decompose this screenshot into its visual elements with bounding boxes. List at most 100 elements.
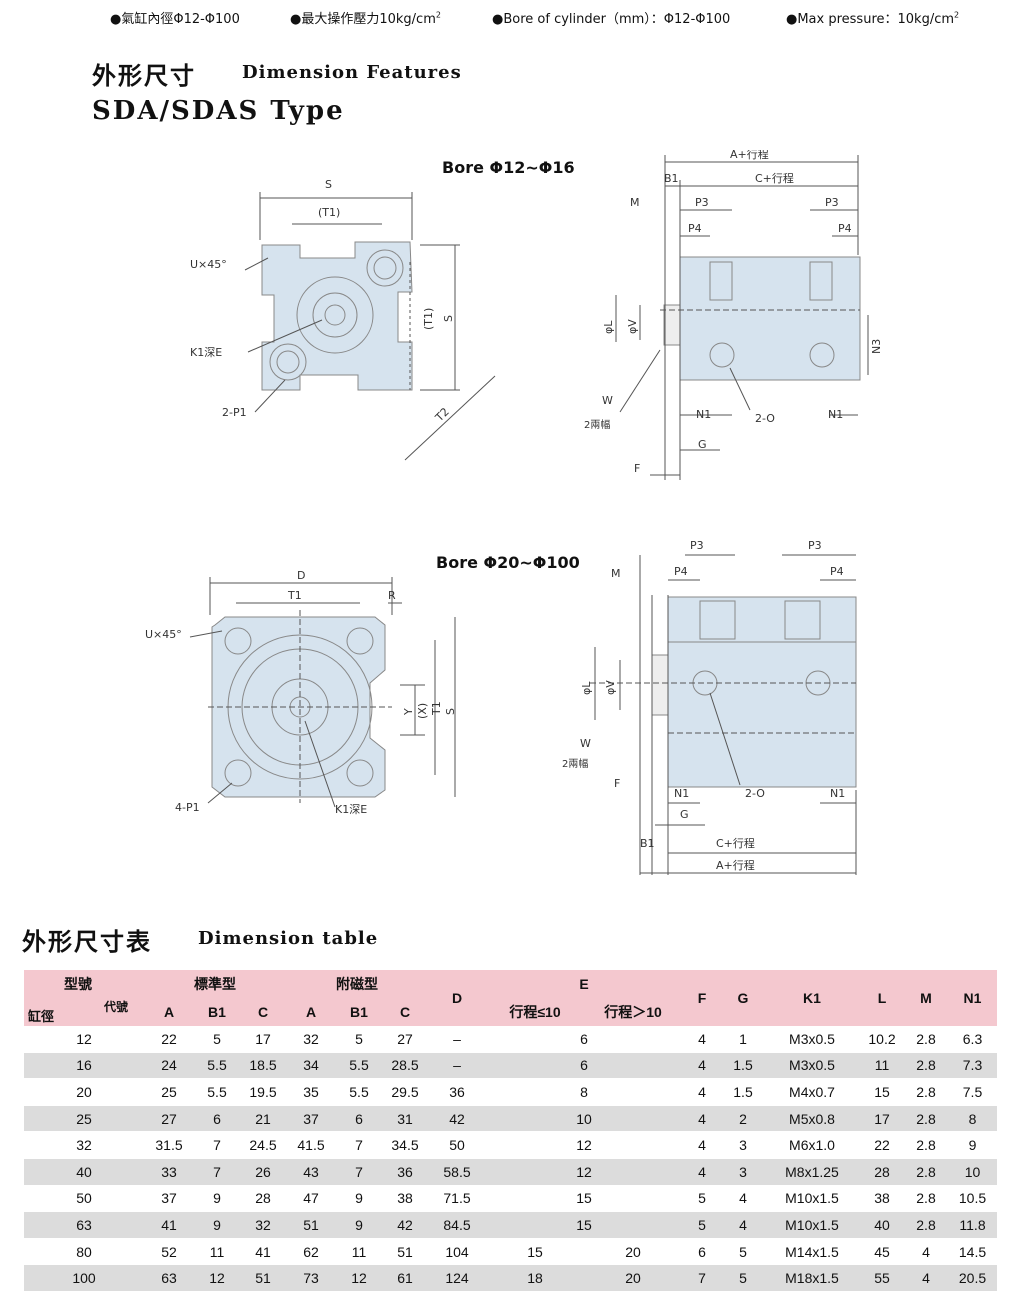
cell-L: 22	[860, 1131, 904, 1159]
cell-M: 4	[904, 1264, 948, 1292]
cell-K1: M3x0.5	[764, 1026, 860, 1053]
col-E-long: 行程＞10	[584, 998, 682, 1026]
dim-Y-label: Y	[402, 708, 415, 716]
cell-N1: 11.8	[948, 1211, 997, 1239]
col-K1: K1	[764, 970, 860, 1026]
dim-D-label: D	[297, 569, 305, 582]
cell-B1: 7	[194, 1131, 240, 1159]
dim-phiV-label: φV	[626, 319, 639, 334]
cell-C: 51	[240, 1264, 286, 1292]
cell-B1: 12	[194, 1264, 240, 1292]
cell-M: 2.8	[904, 1185, 948, 1213]
cell-E: 6	[486, 1052, 682, 1080]
cell-C: 24.5	[240, 1131, 286, 1159]
dim-P1-label: 4-P1	[175, 801, 200, 814]
dim-F-label: F	[614, 777, 620, 790]
cell-B1: 9	[194, 1185, 240, 1213]
dim-N1b-label: N1	[830, 787, 845, 800]
dim-B1-label: B1	[664, 172, 679, 185]
cell-bore: 80	[24, 1238, 144, 1266]
cell-mB1: 7	[336, 1131, 382, 1159]
bore-label-1: Bore Φ12~Φ16	[442, 158, 575, 177]
cell-L: 28	[860, 1158, 904, 1186]
cell-bore: 63	[24, 1211, 144, 1239]
cell-C: 18.5	[240, 1052, 286, 1080]
cell-B1: 5.5	[194, 1078, 240, 1106]
cell-mA: 47	[286, 1185, 336, 1213]
cell-B1: 5	[194, 1026, 240, 1053]
cell-F: 4	[682, 1158, 722, 1186]
cell-mC: 34.5	[382, 1131, 428, 1159]
dim-C-label: C+行程	[755, 172, 794, 185]
cell-K1: M3x0.5	[764, 1052, 860, 1080]
cell-mC: 36	[382, 1158, 428, 1186]
cell-M: 4	[904, 1238, 948, 1266]
cell-L: 40	[860, 1211, 904, 1239]
cell-D: 84.5	[428, 1211, 486, 1239]
dim-A-label: A+行程	[730, 150, 769, 161]
cell-N1: 10.5	[948, 1185, 997, 1213]
col-N1: N1	[948, 970, 997, 1026]
corner-mid: 代號	[104, 1000, 129, 1014]
cell-G: 1.5	[722, 1078, 764, 1106]
cell-A: 41	[144, 1211, 194, 1239]
cell-L: 10.2	[860, 1026, 904, 1053]
cell-E: 12	[486, 1158, 682, 1186]
cell-E: 6	[486, 1026, 682, 1053]
cell-mA: 51	[286, 1211, 336, 1239]
spec-en-pressure: ●Max pressure：10kg/cm2	[786, 8, 959, 27]
dim-phiL-label: φL	[602, 320, 615, 334]
dimension-table: 型號 代號 缸徑 標準型 附磁型 D E F G K1 L M N1 A B1 …	[24, 970, 997, 1292]
cell-C: 41	[240, 1238, 286, 1266]
cell-G: 5	[722, 1238, 764, 1266]
cell-mB1: 7	[336, 1158, 382, 1186]
cell-E1: 18	[486, 1264, 584, 1292]
dim-U45-label: U×45°	[190, 258, 227, 271]
cell-K1: M18x1.5	[764, 1264, 860, 1292]
dim-N1a-label: N1	[674, 787, 689, 800]
cell-M: 2.8	[904, 1211, 948, 1239]
col-G: G	[722, 970, 764, 1026]
cell-L: 11	[860, 1052, 904, 1080]
cell-C: 28	[240, 1185, 286, 1213]
cell-mA: 43	[286, 1158, 336, 1186]
cell-D: 58.5	[428, 1158, 486, 1186]
dim-S-label: S	[325, 178, 332, 191]
cell-K1: M10x1.5	[764, 1211, 860, 1239]
type-heading: SDA/SDAS Type	[92, 96, 345, 126]
col-B1: B1	[194, 998, 240, 1026]
sup: 2	[435, 10, 441, 20]
dim-R-label: R	[388, 589, 396, 602]
dim-M-label: M	[611, 567, 621, 580]
col-F: F	[682, 970, 722, 1026]
dim-S2-label: S	[442, 315, 455, 322]
dim-T1-label: T1	[287, 589, 302, 602]
dim-K1-label: K1深E	[190, 346, 222, 359]
cell-F: 4	[682, 1052, 722, 1080]
cell-L: 17	[860, 1105, 904, 1133]
cell-mC: 31	[382, 1105, 428, 1133]
cell-G: 1	[722, 1026, 764, 1053]
sup: 2	[954, 10, 960, 20]
table-heading-en: Dimension table	[198, 928, 379, 949]
cell-mC: 42	[382, 1211, 428, 1239]
cell-E: 12	[486, 1131, 682, 1159]
group-magnetic: 附磁型	[286, 970, 428, 998]
cell-bore: 40	[24, 1158, 144, 1186]
cell-mC: 61	[382, 1264, 428, 1292]
dim-N1b-label: N1	[828, 408, 843, 421]
cell-bore: 100	[24, 1264, 144, 1292]
cell-mB1: 12	[336, 1264, 382, 1292]
cell-N1: 10	[948, 1158, 997, 1186]
cell-D: 36	[428, 1078, 486, 1106]
cell-N1: 6.3	[948, 1026, 997, 1053]
group-standard: 標準型	[144, 970, 286, 998]
dim-G-label: G	[698, 438, 707, 451]
cell-N1: 9	[948, 1131, 997, 1159]
cell-B1: 6	[194, 1105, 240, 1133]
